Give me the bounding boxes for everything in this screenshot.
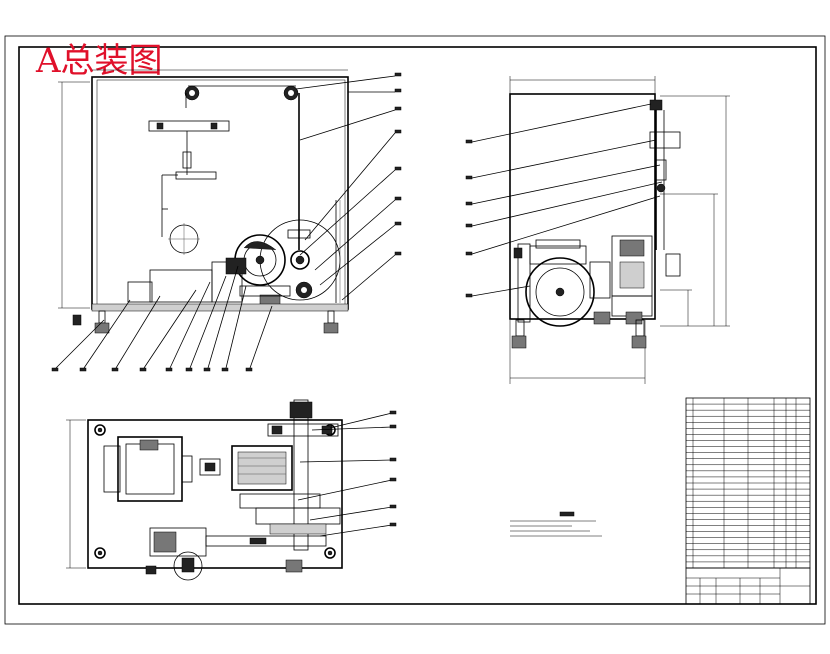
outer-frame: [4, 35, 826, 625]
technical-notes: [510, 511, 602, 537]
top-base-outline: [87, 419, 343, 569]
top-motor-right: [231, 445, 293, 491]
front-view: [51, 69, 402, 372]
foot-left: [94, 322, 110, 334]
side-foot-right: [631, 335, 647, 349]
side-view: [465, 76, 730, 384]
foot-right: [323, 322, 339, 334]
drawing-title: A总装图: [35, 41, 163, 81]
top-view: [66, 399, 397, 581]
parts-list-table: [685, 397, 811, 569]
inner-frame: [18, 46, 817, 605]
side-cabinet-outline: [509, 93, 656, 320]
cabinet-outline: [91, 76, 349, 310]
side-motor: [525, 257, 595, 327]
base-plate: [91, 303, 349, 312]
side-foot-left: [511, 335, 527, 349]
title-block: [685, 567, 811, 605]
hanger-bar: [148, 120, 230, 132]
